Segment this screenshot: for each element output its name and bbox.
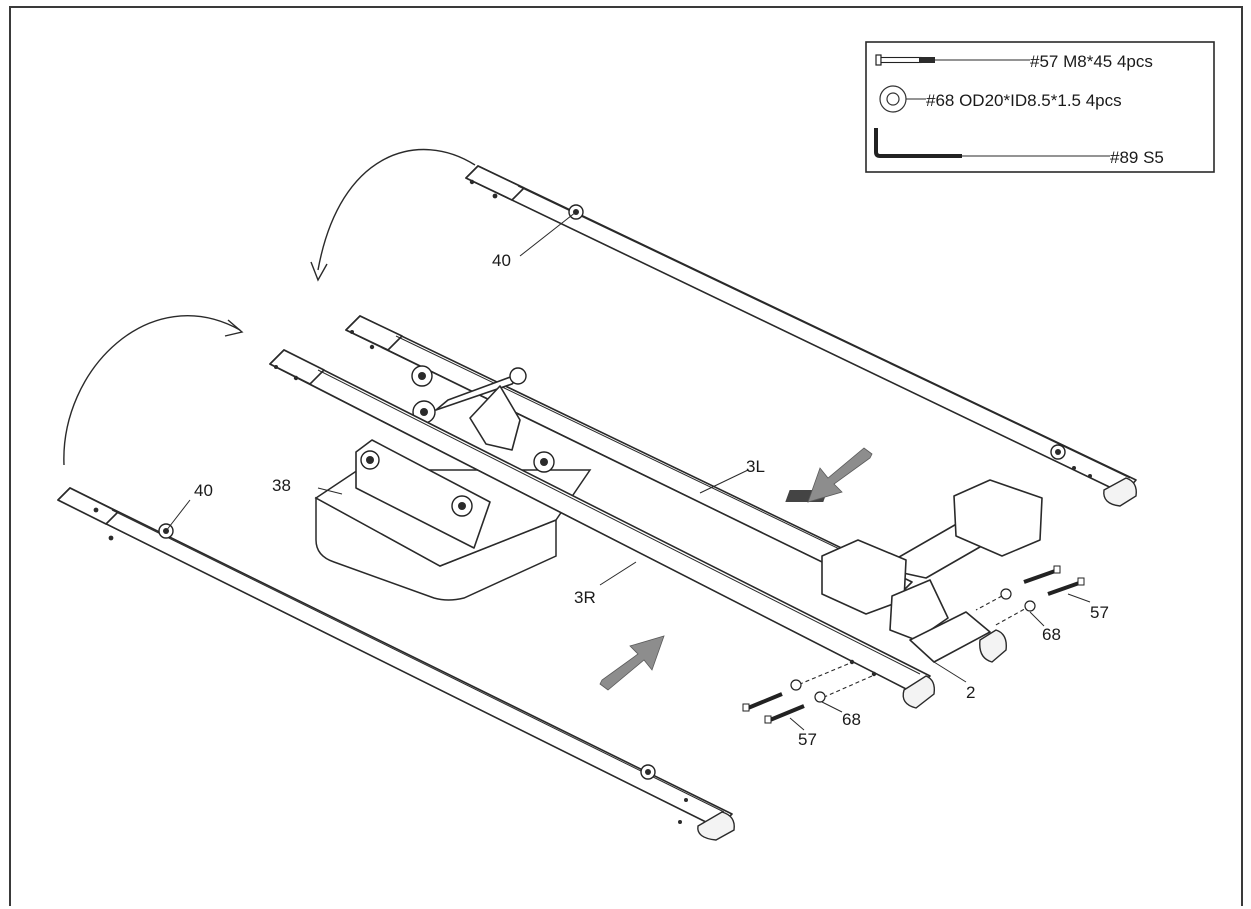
label-3r: 3R — [574, 588, 596, 607]
label-38: 38 — [272, 476, 291, 495]
label-2: 2 — [966, 683, 975, 702]
hardware-legend: #57 M8*45 4pcs #68 OD20*ID8.5*1.5 4pcs #… — [865, 41, 1215, 173]
label-68-left: 68 — [842, 710, 861, 729]
label-40-top: 40 — [492, 251, 511, 270]
hinge-bracket — [355, 439, 555, 549]
label-68-right: 68 — [1042, 625, 1061, 644]
legend-bolt-text: #57 M8*45 4pcs — [1030, 52, 1153, 71]
push-arrow-3r — [599, 635, 665, 691]
pivot-axle — [411, 365, 527, 451]
stabilizer-rail-top — [465, 165, 1137, 507]
label-40-bottom: 40 — [194, 481, 213, 500]
main-rail-3r — [269, 349, 936, 709]
washer-icon — [879, 85, 926, 113]
label-57-left: 57 — [798, 730, 817, 749]
hex-key-icon — [874, 128, 1110, 158]
front-crossmember — [785, 479, 1043, 663]
bolt-icon — [875, 54, 1030, 66]
rotate-arrow-left — [63, 315, 244, 466]
rotate-arrow-top — [310, 148, 476, 282]
legend-washer-text: #68 OD20*ID8.5*1.5 4pcs — [926, 91, 1122, 110]
bolt-set-right — [975, 565, 1085, 627]
legend-hexkey-text: #89 S5 — [1110, 148, 1164, 167]
label-3l: 3L — [746, 457, 765, 476]
label-57-right: 57 — [1090, 603, 1109, 622]
stabilizer-rail-bottom — [57, 487, 735, 841]
bolt-set-left — [742, 663, 873, 724]
diagram-frame — [9, 6, 1243, 906]
push-arrow-3l — [807, 447, 873, 503]
